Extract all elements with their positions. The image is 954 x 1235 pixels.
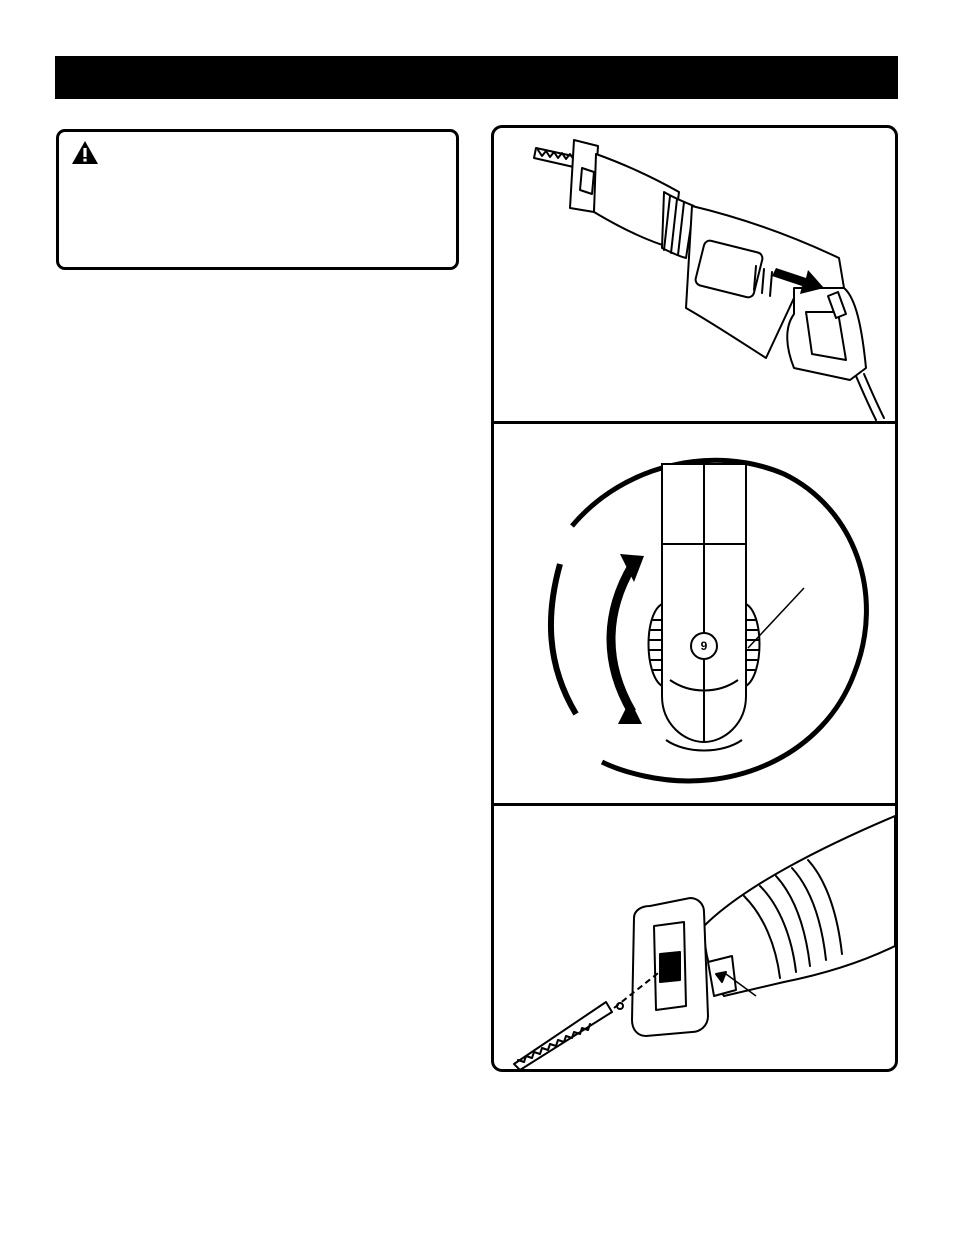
callout-circle <box>690 632 718 660</box>
figure-divider <box>494 421 895 424</box>
warning-box <box>56 129 459 270</box>
figure-saw-side-view <box>494 128 895 421</box>
figure-rotation-detail: 9 <box>494 424 895 803</box>
callout-number: 9 <box>701 639 708 653</box>
page-header-bar <box>55 56 898 99</box>
rotation-detail-illustration: 9 <box>547 457 869 784</box>
figure-divider <box>494 803 895 806</box>
blade-insertion-illustration <box>513 815 895 1069</box>
figure-panel: 9 <box>491 125 898 1072</box>
warning-triangle-icon <box>72 141 98 164</box>
saw-side-illustration <box>533 139 885 421</box>
figure-blade-insertion <box>494 806 895 1069</box>
